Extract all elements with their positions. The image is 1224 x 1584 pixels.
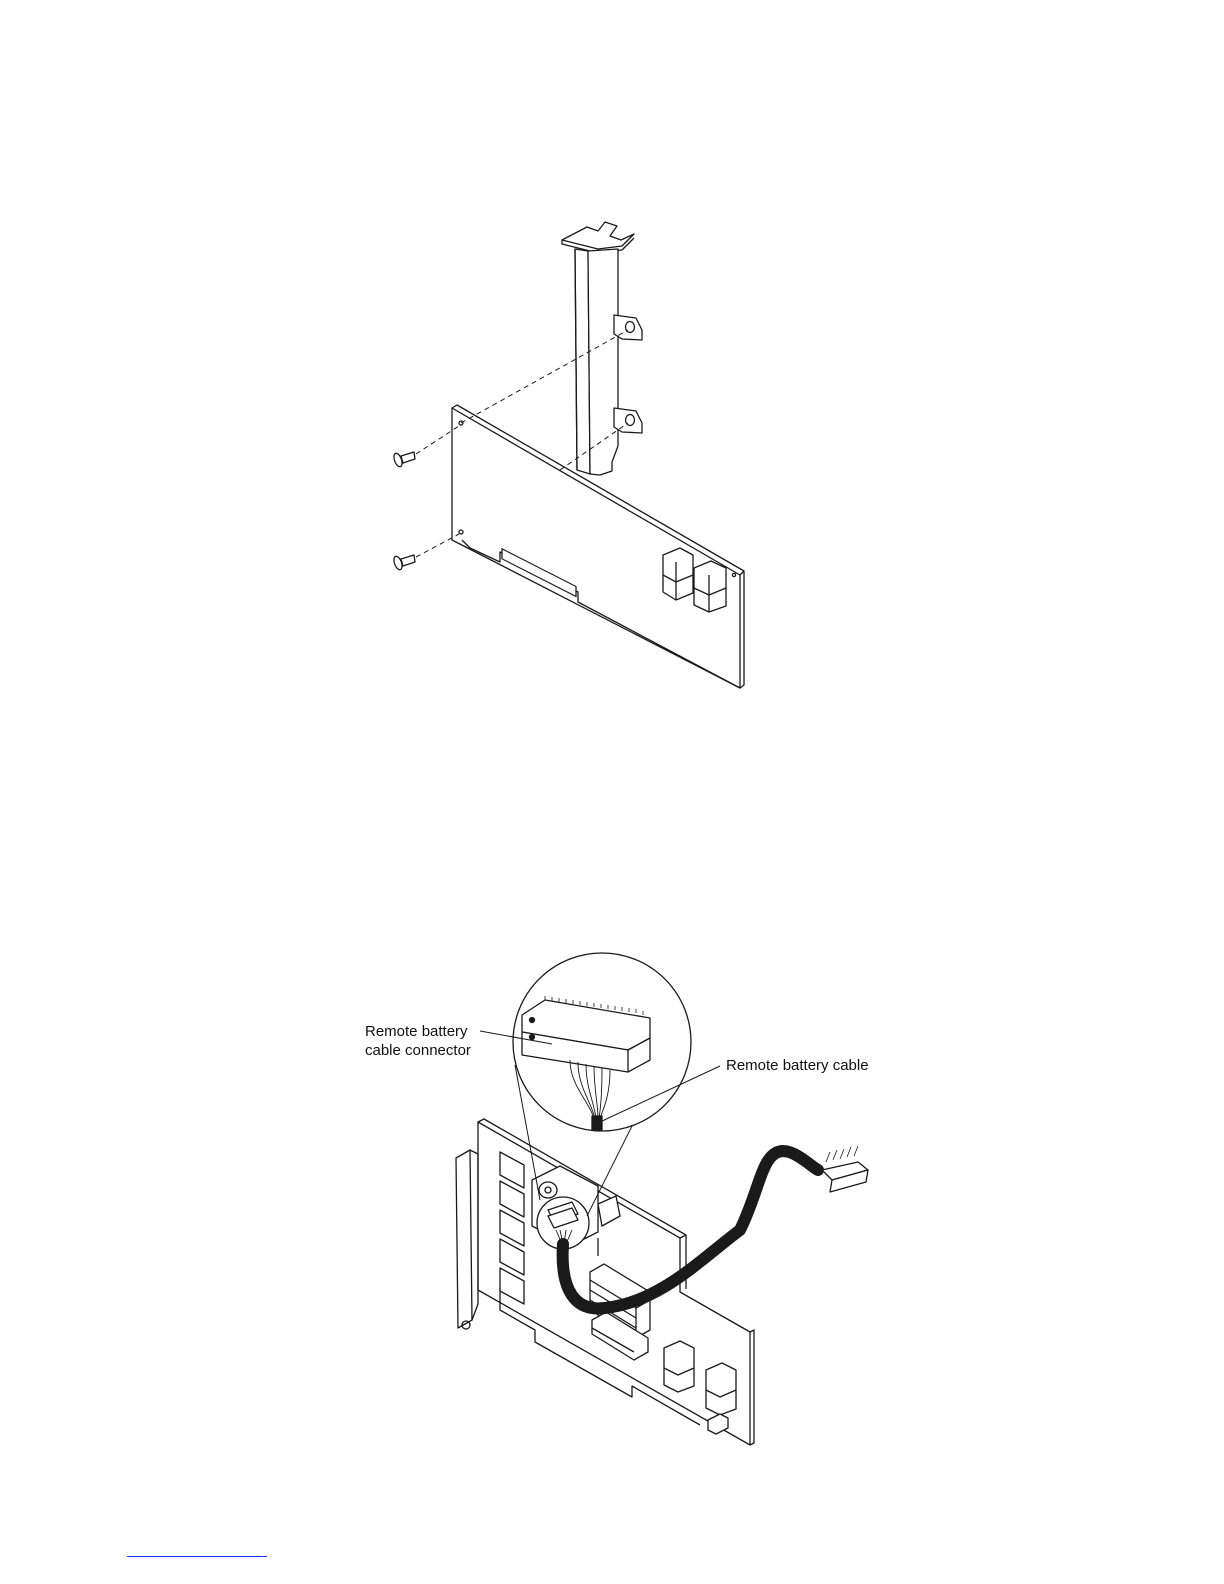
callout-connector-line2: cable connector [365, 1042, 471, 1059]
remote-battery-cable-figure: Remote battery cable connector Remote ba… [0, 900, 1224, 1520]
memory-modules [500, 1152, 524, 1304]
bracket-plate [575, 249, 642, 475]
adapter-bracket-figure [0, 0, 1224, 760]
callout-connector-line1: Remote battery [365, 1023, 468, 1040]
adapter-bracket-illustration [0, 0, 1224, 760]
adapter-board [456, 1119, 754, 1445]
bracket-flange [562, 222, 634, 253]
screw-2 [392, 555, 415, 571]
footer-rule [127, 1556, 267, 1557]
cable-end-connector [822, 1146, 868, 1192]
remote-battery-cable-illustration: Remote battery cable connector Remote ba… [0, 900, 1224, 1520]
screw-1 [392, 452, 415, 468]
callout-remote-battery-cable: Remote battery cable [726, 1057, 869, 1074]
